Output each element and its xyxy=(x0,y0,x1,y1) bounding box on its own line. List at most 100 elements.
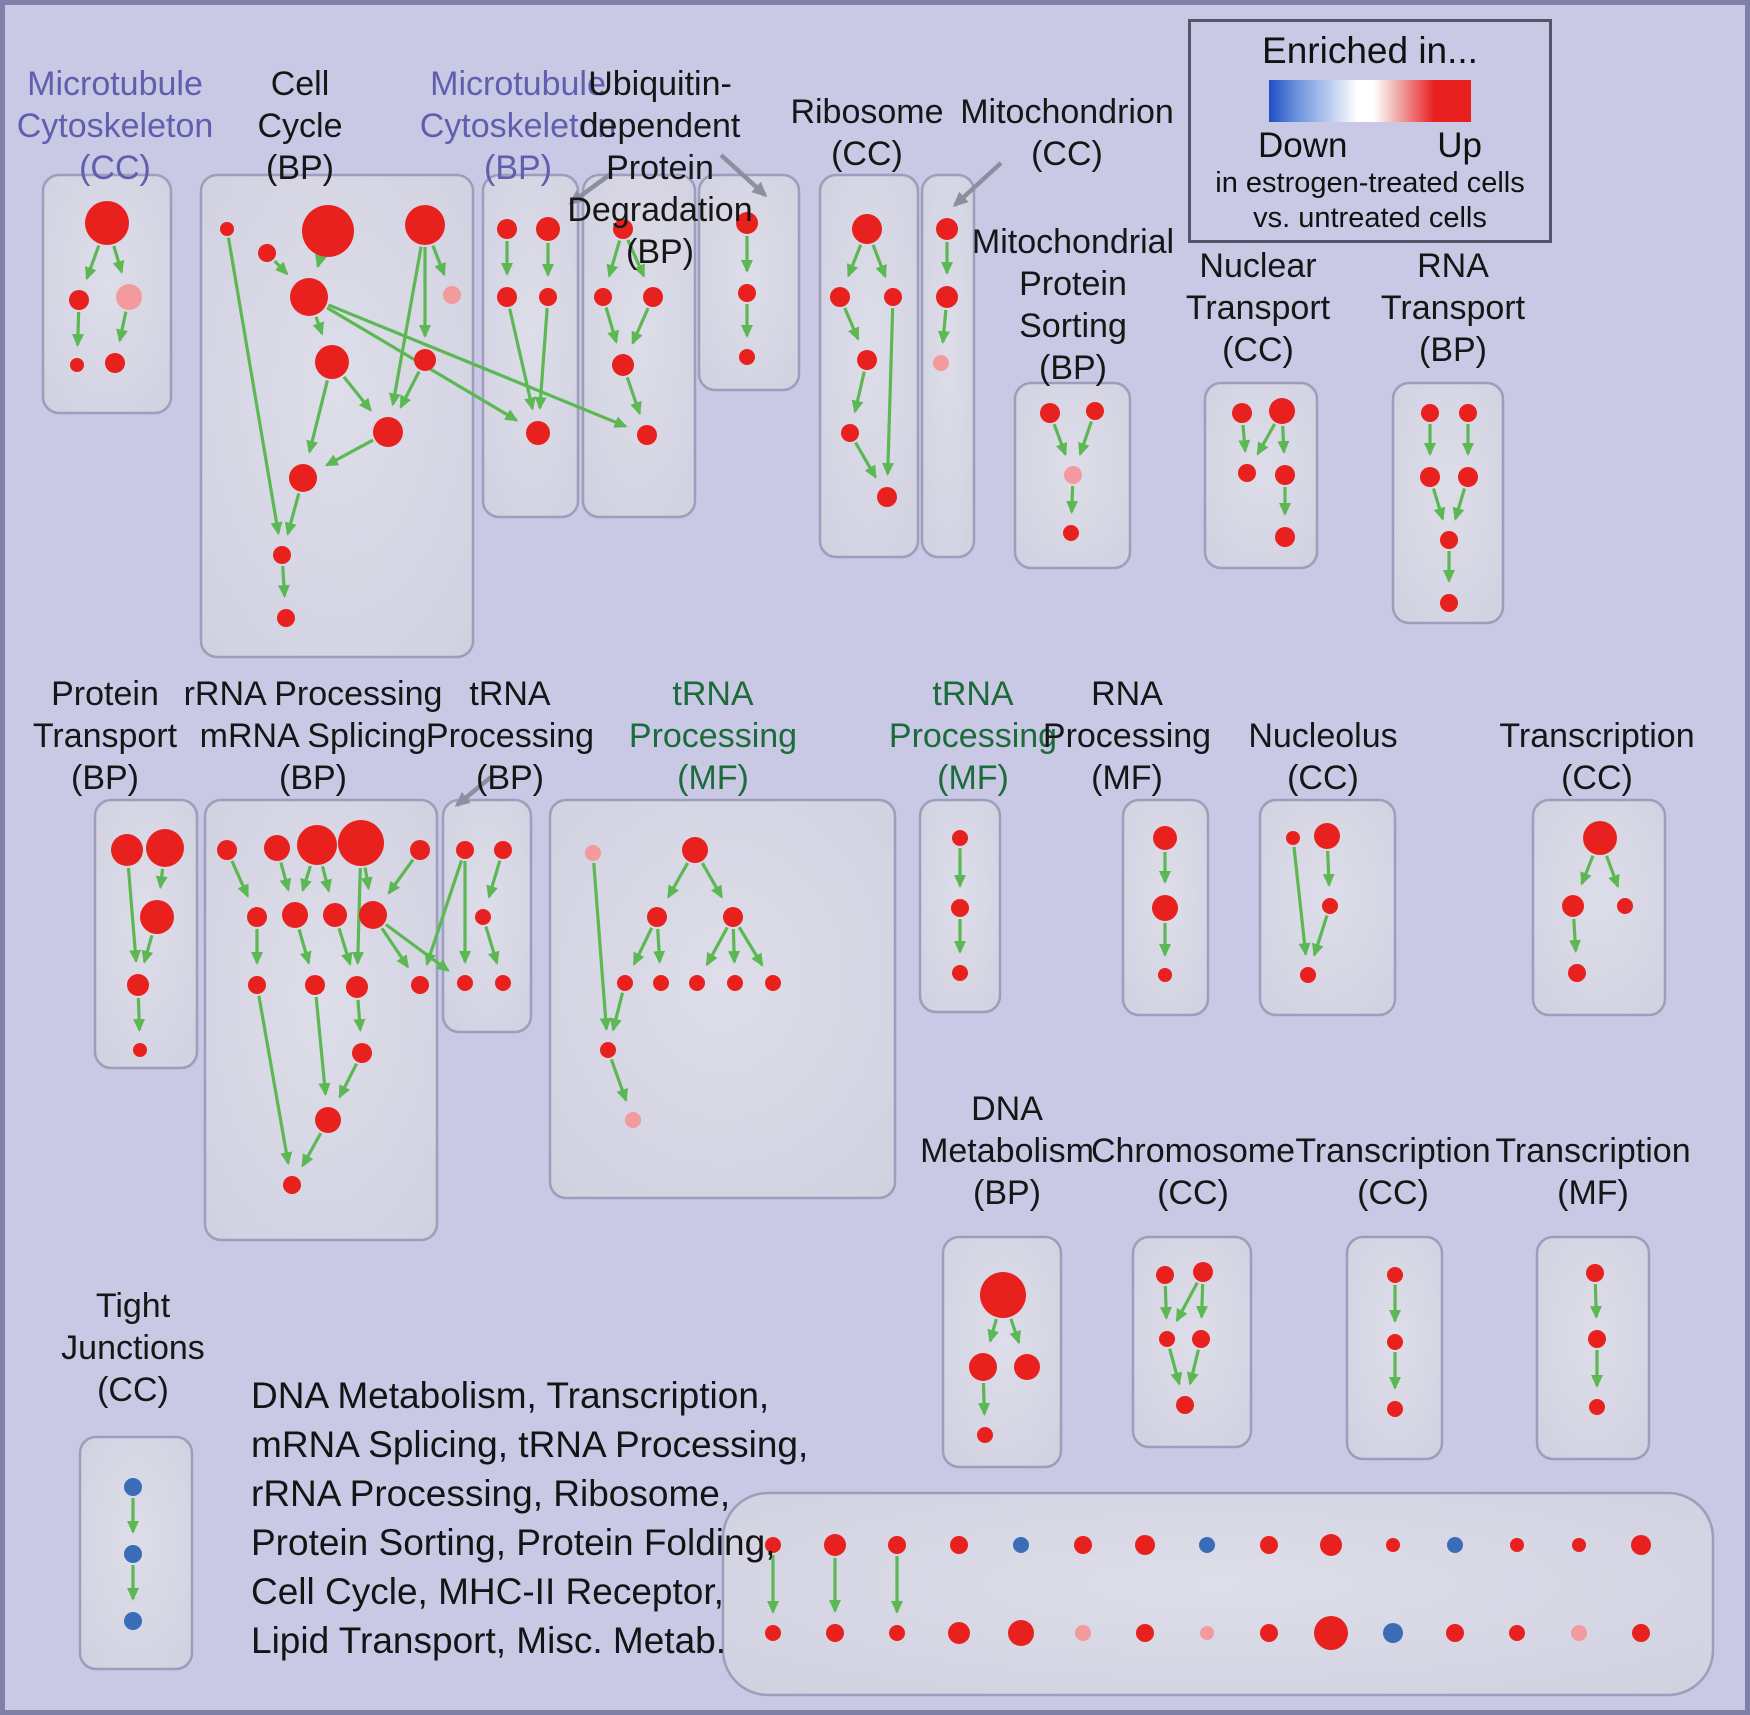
group-label-cell-cycle: Cycle xyxy=(257,107,342,145)
edge-e4-e5 xyxy=(1186,1349,1200,1386)
go-term-node-c5 xyxy=(526,421,550,445)
edge-r4-r5 xyxy=(851,371,866,414)
go-term-node-w4 xyxy=(457,975,473,991)
go-term-node-k14t xyxy=(1572,1538,1586,1552)
edge-q11-q15 xyxy=(314,996,331,1097)
edge-a2-a4 xyxy=(71,311,84,348)
go-term-node-a1 xyxy=(85,201,129,245)
go-term-node-q13 xyxy=(411,976,429,994)
edge-t3-t5 xyxy=(1431,488,1446,521)
group-label-tight-junctions: (CC) xyxy=(97,1371,169,1409)
label-pointer-arrow-1 xyxy=(719,153,768,198)
go-term-node-y3 xyxy=(952,965,968,981)
edge-b8-b9 xyxy=(399,370,421,409)
group-box-dna-metabolism xyxy=(941,1235,1063,1469)
group-label-protein-transport: (BP) xyxy=(71,759,139,797)
group-label-cell-cycle: (BP) xyxy=(266,149,334,187)
edge-q9-w4 xyxy=(384,923,450,972)
group-label-rna-processing-mf: RNA xyxy=(1091,675,1163,713)
group-box-transcription-mf xyxy=(1535,1235,1651,1461)
go-term-node-b11 xyxy=(273,546,291,564)
group-box-misc-strip xyxy=(721,1491,1715,1697)
go-term-node-o2 xyxy=(1314,823,1340,849)
go-term-node-e2 xyxy=(1193,1262,1213,1282)
group-label-nucleolus-cc: (CC) xyxy=(1287,759,1359,797)
edge-x5-x10 xyxy=(610,992,625,1032)
go-term-node-k7b xyxy=(1136,1624,1154,1642)
group-label-microtubule-cc: Cytoskeleton xyxy=(17,107,214,145)
edge-e3-e5 xyxy=(1168,1348,1183,1386)
edge-a3-a5 xyxy=(116,311,128,343)
misc-text-line: DNA Metabolism, Transcription, xyxy=(251,1375,770,1416)
go-term-node-c4 xyxy=(539,288,557,306)
label-pointer-arrow-3 xyxy=(454,775,493,807)
go-term-node-j1 xyxy=(124,1478,142,1496)
group-label-cell-cycle: Cell xyxy=(271,65,330,103)
go-term-node-x8 xyxy=(727,975,743,991)
go-term-node-q15 xyxy=(315,1107,341,1133)
go-term-node-q7 xyxy=(282,902,308,928)
edge-p2-p3 xyxy=(155,868,168,890)
go-term-node-p4 xyxy=(127,974,149,996)
group-label-rna-processing-mf: Processing xyxy=(1043,717,1211,755)
go-term-node-x5 xyxy=(617,975,633,991)
group-box-cell-cycle xyxy=(199,173,475,659)
edge-b7-b9 xyxy=(342,375,372,412)
go-term-node-k11t xyxy=(1386,1538,1400,1552)
go-term-node-n1 xyxy=(1232,403,1252,423)
edge-q7-q11 xyxy=(297,928,312,965)
go-term-node-u1 xyxy=(613,219,633,239)
edge-b10-b11 xyxy=(284,493,301,536)
group-label-trna-processing-mf-2: (MF) xyxy=(937,759,1009,797)
group-label-microtubule-bp: (BP) xyxy=(484,149,552,187)
go-term-node-k10b xyxy=(1314,1616,1348,1650)
group-label-mitochondrion-cc: Mitochondrion xyxy=(960,93,1174,131)
go-term-node-v2 xyxy=(738,284,756,302)
go-term-node-k3t xyxy=(888,1536,906,1554)
group-label-dna-metabolism: (BP) xyxy=(973,1174,1041,1212)
edge-u3-u4 xyxy=(631,307,650,345)
go-term-node-o3 xyxy=(1322,898,1338,914)
group-label-trna-processing-bp: tRNA xyxy=(469,675,551,713)
edge-r3-r6 xyxy=(882,307,895,477)
go-term-node-f2 xyxy=(1387,1334,1403,1350)
edge-q12-q14 xyxy=(353,999,366,1033)
group-label-transcription-mf: (MF) xyxy=(1557,1174,1629,1212)
go-term-node-r4 xyxy=(857,350,877,370)
edge-b5-b7 xyxy=(312,316,324,336)
edge-q4-q12 xyxy=(351,867,364,966)
group-label-ubiquitin-degradation: Protein xyxy=(606,149,714,187)
edge-q1-q6 xyxy=(230,860,250,898)
go-term-node-v3 xyxy=(739,349,755,365)
annotation-arrows-layer xyxy=(454,153,1003,807)
edge-o1-o4 xyxy=(1292,846,1311,957)
edge-x3-x6 xyxy=(653,928,666,965)
go-term-node-k11b xyxy=(1383,1623,1403,1643)
edge-tc1-tc2 xyxy=(1580,855,1595,886)
edge-n2-n3 xyxy=(1256,423,1277,456)
go-term-node-z1 xyxy=(1153,826,1177,850)
edge-tc2-tc4 xyxy=(1569,918,1582,954)
group-label-trna-processing-mf-1: Processing xyxy=(629,717,797,755)
legend-end-labels: Down Up xyxy=(1258,126,1482,166)
go-term-node-s3 xyxy=(1064,466,1082,484)
go-term-node-k13t xyxy=(1510,1538,1524,1552)
go-term-node-b6 xyxy=(443,286,461,304)
edge-b1-b11 xyxy=(226,237,283,536)
go-term-node-x1 xyxy=(585,845,601,861)
group-label-microtubule-bp: Microtubule xyxy=(430,65,606,103)
edge-n1-n3 xyxy=(1238,424,1251,454)
go-term-node-k4t xyxy=(950,1536,968,1554)
go-term-node-p2 xyxy=(146,829,184,867)
go-term-node-k9t xyxy=(1260,1536,1278,1554)
go-term-node-k10t xyxy=(1320,1534,1342,1556)
go-term-node-k14b xyxy=(1571,1625,1587,1641)
group-label-rrna-processing-mrna-splicing: (BP) xyxy=(279,759,347,797)
go-term-node-k15t xyxy=(1631,1535,1651,1555)
go-term-node-f3 xyxy=(1387,1401,1403,1417)
go-term-node-t4 xyxy=(1458,467,1478,487)
go-term-node-n4 xyxy=(1275,465,1295,485)
group-label-trna-processing-mf-2: tRNA xyxy=(932,675,1014,713)
group-label-rrna-processing-mrna-splicing: mRNA Splicing xyxy=(200,717,427,755)
go-term-node-s4 xyxy=(1063,525,1079,541)
